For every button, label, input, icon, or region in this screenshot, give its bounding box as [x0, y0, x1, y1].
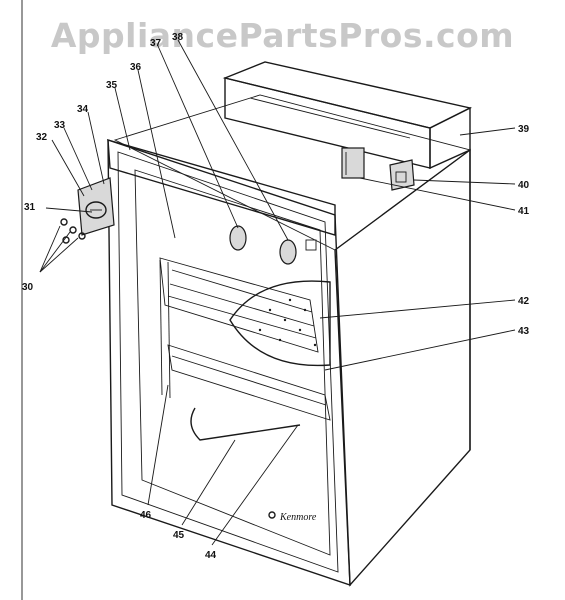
- callout-42: 42: [518, 296, 530, 307]
- callout-41: 41: [518, 206, 530, 217]
- callout-31: 31: [24, 202, 36, 213]
- callout-33: 33: [54, 120, 66, 131]
- callout-46: 46: [140, 510, 152, 521]
- door-switch: [341, 147, 365, 179]
- callout-34: 34: [77, 104, 89, 115]
- selector-knob: [279, 239, 297, 265]
- callout-labels: 30 31 32 33 34 35 36 37 38 39 40 41 42 4…: [22, 32, 530, 561]
- callout-39: 39: [518, 124, 530, 135]
- callout-35: 35: [106, 80, 118, 91]
- brand-mark: Kenmore: [279, 512, 317, 523]
- callout-43: 43: [518, 326, 530, 337]
- callout-40: 40: [518, 180, 530, 191]
- callout-37: 37: [150, 38, 162, 49]
- callout-30: 30: [22, 282, 34, 293]
- light-switch: [389, 159, 415, 191]
- callout-32: 32: [36, 132, 48, 143]
- watermark-text: AppliancePartsPros.com: [50, 16, 515, 55]
- callout-45: 45: [173, 530, 185, 541]
- bake-element: [190, 407, 301, 441]
- control-panel: [107, 139, 336, 265]
- callout-44: 44: [205, 550, 217, 561]
- rack-support: [159, 259, 171, 399]
- vent-housing: [222, 61, 473, 170]
- brand-mark-dot: [268, 511, 276, 519]
- callout-38: 38: [172, 32, 184, 43]
- leader-lines: [39, 39, 516, 546]
- oven-front-frame: [107, 139, 351, 586]
- thermostat-knob: [229, 225, 247, 251]
- callout-36: 36: [130, 62, 142, 73]
- indicator-light: [305, 239, 317, 251]
- broil-element-reflector: [229, 280, 331, 367]
- clock-module: [77, 177, 115, 236]
